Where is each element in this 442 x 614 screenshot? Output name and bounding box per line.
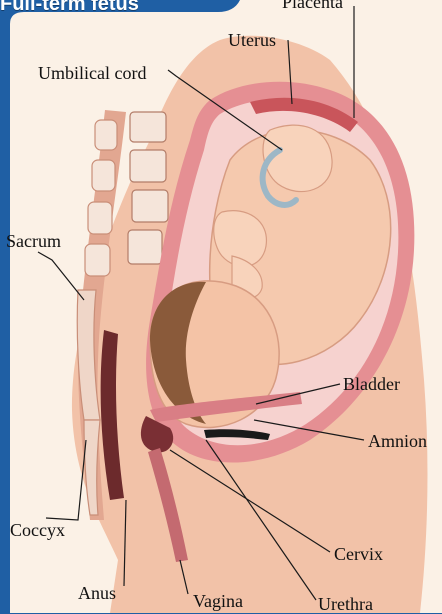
label-placenta: Placenta (282, 0, 343, 11)
vertebra (92, 160, 115, 191)
label-anus: Anus (78, 584, 116, 602)
label-coccyx: Coccyx (10, 521, 65, 539)
vertebra (88, 202, 112, 234)
vertebra (95, 120, 117, 150)
label-cervix: Cervix (334, 545, 383, 563)
vertebra-body (128, 230, 162, 264)
label-sacrum: Sacrum (6, 232, 61, 250)
label-urethra: Urethra (318, 595, 373, 613)
vertebra-body (130, 150, 166, 182)
label-bladder: Bladder (343, 375, 400, 393)
label-amnion: Amnion (368, 432, 427, 450)
vertebra (85, 244, 110, 276)
vertebra-body (130, 112, 166, 142)
label-uterus: Uterus (228, 31, 276, 49)
label-vagina: Vagina (193, 592, 243, 610)
label-umbilical-cord: Umbilical cord (38, 64, 146, 82)
header-title: Full-term fetus (0, 0, 139, 14)
vertebra-body (132, 190, 168, 222)
